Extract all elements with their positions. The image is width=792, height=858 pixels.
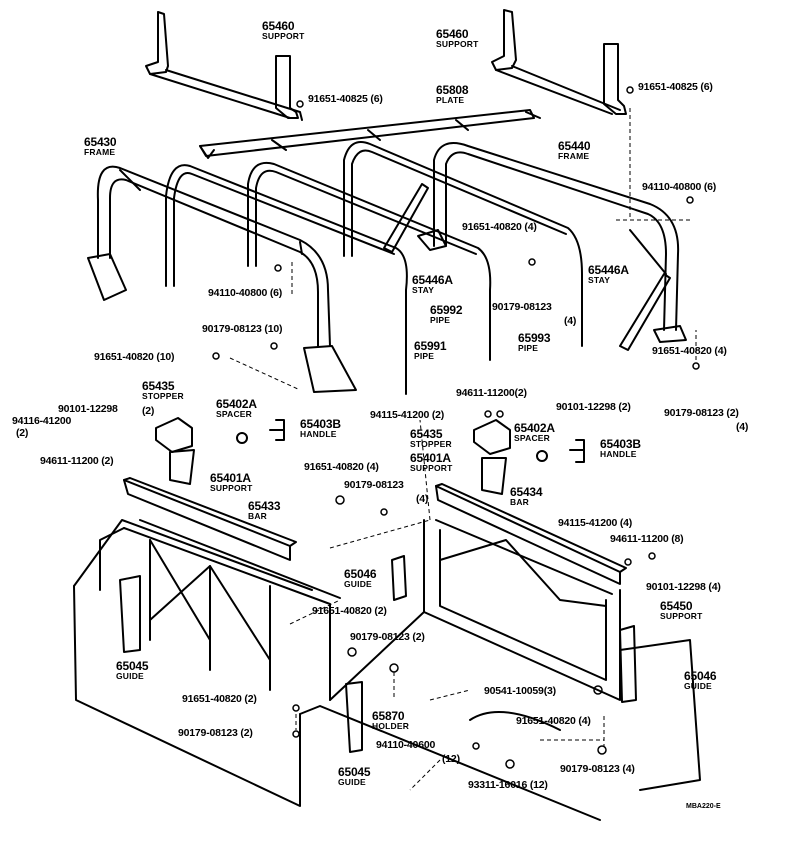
label-bolt-94110-40800-left: 94110-40800 (6) — [208, 287, 283, 299]
bar-65434 — [435, 483, 627, 585]
support-65460-right — [491, 9, 627, 115]
stays-65446a — [383, 183, 671, 351]
label-bolt-91651-40820-bottom-right: 91651-40820 (4) — [516, 715, 591, 727]
plate-65808 — [199, 109, 541, 159]
label-bolt-91651-40820-bed: 91651-40820 (2) — [312, 605, 387, 617]
label-bolt-94116-41200-qty: (2) — [16, 427, 29, 439]
bar-65433 — [123, 477, 297, 561]
label-nut-94611-11200-center: 94611-11200(2) — [456, 387, 527, 399]
support-65460-left — [145, 11, 303, 121]
label-washer-90179-08123-10: 90179-08123 (10) — [202, 323, 283, 335]
frame-65430 — [87, 165, 357, 393]
fasteners — [212, 86, 700, 769]
label-bolt-91651-40820-bottom-left: 91651-40820 (2) — [182, 693, 257, 705]
label-washer-90179-08123-right: 90179-08123 (2) — [664, 407, 739, 419]
label-nut-94611-11200-right: 94611-11200 (8) — [610, 533, 684, 545]
label-bolt-91651-40825-right: 91651-40825 (6) — [638, 81, 713, 93]
label-washer-90179-08123-pipe: 90179-08123 — [492, 301, 552, 313]
label-washer-90179-08123-bed: 90179-08123 (2) — [350, 631, 425, 643]
label-nut-90541-10059: 90541-10059(3) — [484, 685, 556, 697]
label-stopper-65435-left-qty: (2) — [142, 405, 155, 417]
label-bolt-94110-40800-right: 94110-40800 (6) — [642, 181, 717, 193]
truck-bed — [73, 519, 701, 821]
label-bolt-94116-41200: 94116-41200 — [12, 415, 72, 427]
label-bolt-94115-41200-right: 94115-41200 (4) — [558, 517, 633, 529]
label-washer-90179-08123-bottom-left: 90179-08123 (2) — [178, 727, 253, 739]
label-washer-90179-08123-pipe-qty: (4) — [564, 315, 577, 327]
label-nut-94611-11200-left: 94611-11200 (2) — [40, 455, 114, 467]
label-screw-93311-16016: 93311-16016 (12) — [468, 779, 548, 791]
left-gate-hardware — [155, 417, 285, 485]
label-bolt-94110-40600: 94110-40600 — [376, 739, 436, 751]
label-bolt-91651-40825-left: 91651-40825 (6) — [308, 93, 383, 105]
label-washer-90179-08123-right-qty: (4) — [736, 421, 749, 433]
label-bolt-91651-40820-upper: 91651-40820 (4) — [462, 221, 537, 233]
label-bolt-94115-41200-center: 94115-41200 (2) — [370, 409, 445, 421]
label-washer-90179-08123-bottom-right: 90179-08123 (4) — [560, 763, 635, 775]
label-washer-90179-08123-mid: 90179-08123 — [344, 479, 404, 491]
label-bolt-91651-40820-right-4: 91651-40820 (4) — [652, 345, 727, 357]
label-pin-90101-12298-right: 90101-12298 (4) — [646, 581, 721, 593]
pipe-bows — [165, 141, 583, 395]
label-pin-90101-12298-left: 90101-12298 — [58, 403, 118, 415]
right-gate-hardware — [473, 419, 585, 495]
label-pin-90101-12298-center: 90101-12298 (2) — [556, 401, 631, 413]
figure-code: MBA220-E — [686, 803, 721, 810]
frame-65440 — [417, 142, 687, 343]
label-bolt-91651-40820-10: 91651-40820 (10) — [94, 351, 175, 363]
label-bolt-91651-40820-mid: 91651-40820 (4) — [304, 461, 379, 473]
label-bolt-94110-40600-qty: (12) — [442, 753, 460, 765]
label-washer-90179-08123-mid-qty: (4) — [416, 493, 429, 505]
